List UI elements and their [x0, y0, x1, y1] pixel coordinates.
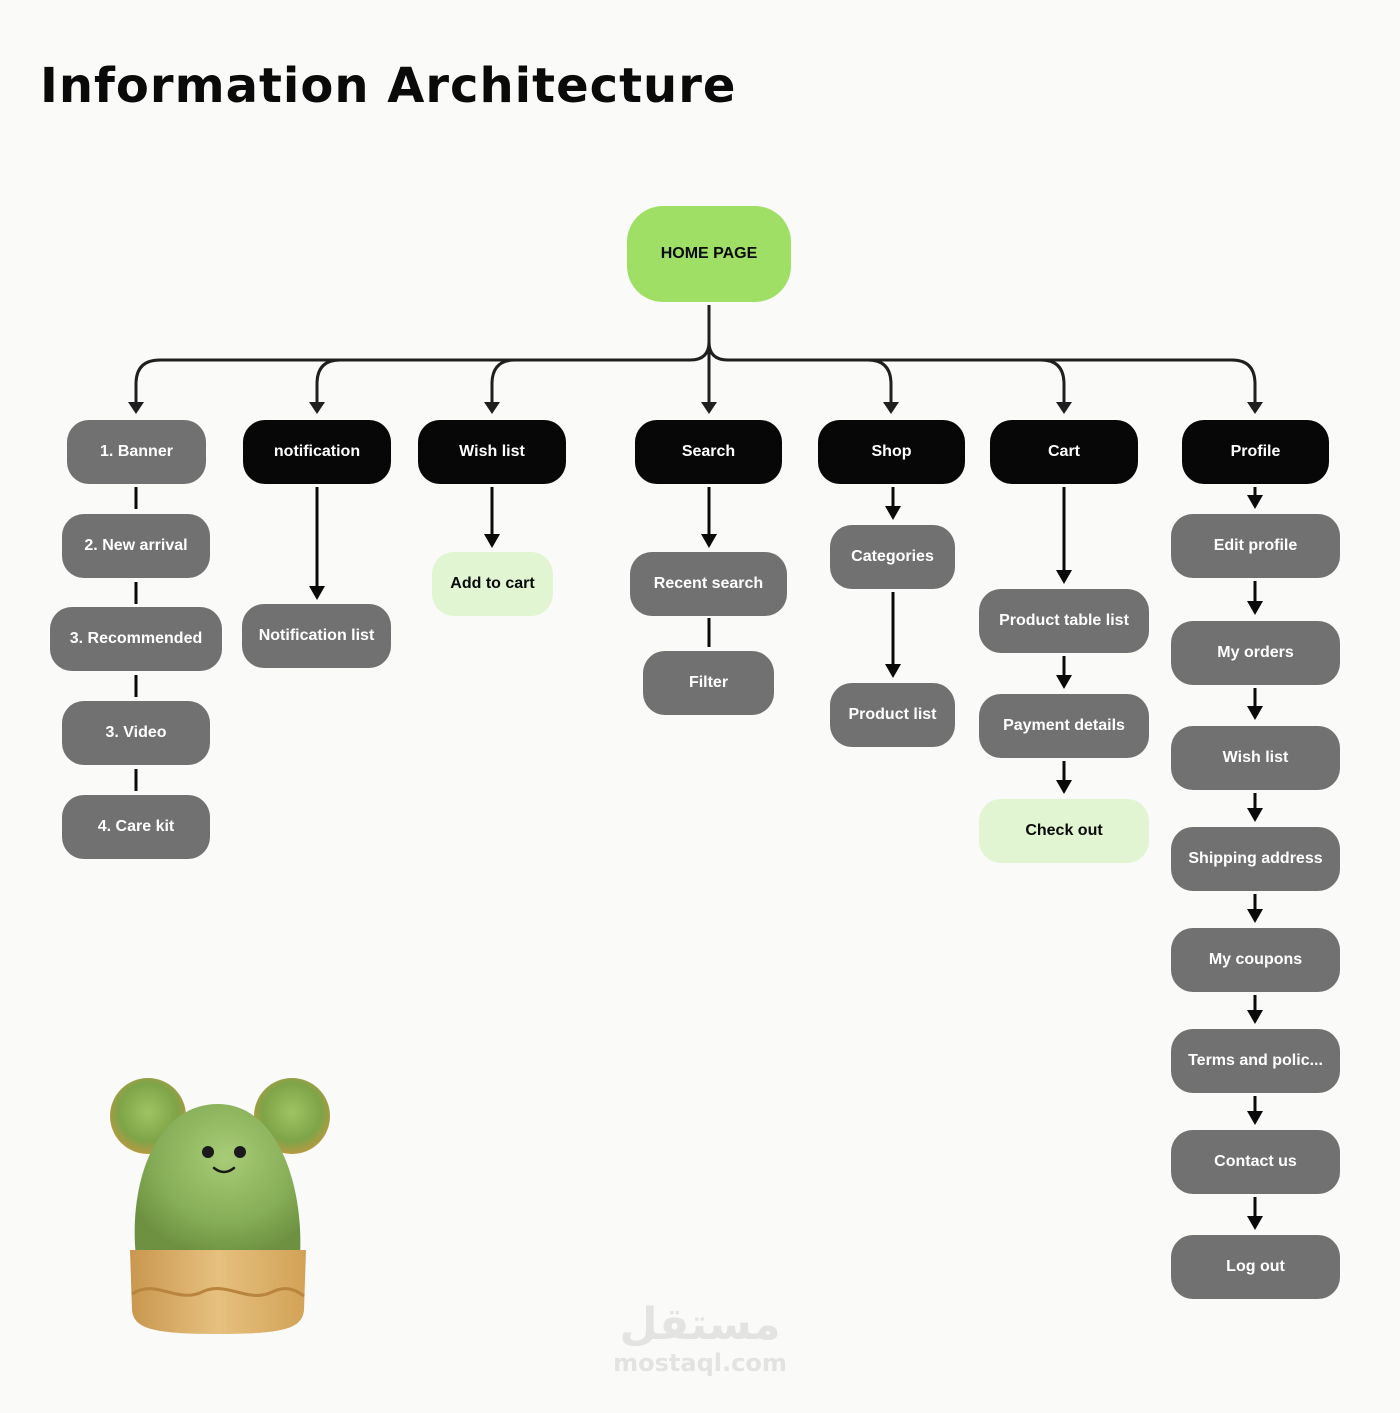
node-label: Wish list [459, 443, 525, 460]
node-filter[interactable]: Filter [643, 651, 774, 715]
node-label: Notification list [258, 627, 375, 644]
node-label: 3. Recommended [69, 630, 203, 647]
node-product-table-list[interactable]: Product table list [979, 589, 1149, 653]
cactus-eye-right [234, 1146, 246, 1158]
node-categories[interactable]: Categories [830, 525, 955, 589]
node-shop[interactable]: Shop [818, 420, 965, 484]
node-label: Shop [871, 443, 912, 460]
node-notification[interactable]: notification [243, 420, 391, 484]
arrowhead [1247, 495, 1263, 509]
node-shipping-address[interactable]: Shipping address [1171, 827, 1340, 891]
cactus-body [134, 1104, 301, 1257]
node-label: Recent search [653, 575, 764, 592]
arrowhead [128, 402, 144, 414]
node-label: Filter [688, 674, 729, 691]
arrowhead [1247, 909, 1263, 923]
arrowhead [885, 664, 901, 678]
node-label: notification [273, 443, 361, 460]
arrowhead [1056, 675, 1072, 689]
node-label: Cart [1047, 443, 1080, 460]
watermark: مستقل mostaql.com [610, 1299, 790, 1377]
arrowhead [1056, 402, 1072, 414]
connector-to-wishlist [490, 358, 516, 404]
arrowhead [484, 402, 500, 414]
connector-to-cart [1040, 358, 1066, 404]
node-care-kit[interactable]: 4. Care kit [62, 795, 210, 859]
node-banner[interactable]: 1. Banner [67, 420, 206, 484]
node-label: Product table list [999, 612, 1129, 629]
arrowhead [885, 506, 901, 520]
node-label: Product list [848, 706, 937, 723]
node-label: 2. New arrival [84, 537, 188, 554]
node-new-arrival[interactable]: 2. New arrival [62, 514, 210, 578]
node-my-coupons[interactable]: My coupons [1171, 928, 1340, 992]
node-log-out[interactable]: Log out [1171, 1235, 1340, 1299]
arrowhead [701, 534, 717, 548]
node-profile[interactable]: Profile [1182, 420, 1329, 484]
node-payment-details[interactable]: Payment details [979, 694, 1149, 758]
node-notification-list[interactable]: Notification list [242, 604, 391, 668]
plant-pot-wave [131, 1287, 305, 1298]
arrowhead [1247, 706, 1263, 720]
watermark-arabic: مستقل [619, 1299, 781, 1350]
arrowhead [309, 402, 325, 414]
node-label: Profile [1230, 443, 1281, 460]
arrowhead [484, 534, 500, 548]
cactus-ear-right [254, 1078, 330, 1154]
cactus-smile [212, 1166, 236, 1174]
node-label: Log out [1226, 1258, 1285, 1275]
node-profile-wish-list[interactable]: Wish list [1171, 726, 1340, 790]
connector-to-notification [315, 358, 341, 404]
node-terms-and-policy[interactable]: Terms and polic... [1171, 1029, 1340, 1093]
node-my-orders[interactable]: My orders [1171, 621, 1340, 685]
connector-root-split-right [707, 341, 1257, 404]
arrowhead [1247, 1216, 1263, 1230]
arrowhead [701, 402, 717, 414]
node-add-to-cart[interactable]: Add to cart [432, 552, 553, 616]
arrowhead [1247, 601, 1263, 615]
connector-to-shop [867, 358, 893, 404]
node-contact-us[interactable]: Contact us [1171, 1130, 1340, 1194]
node-label: 4. Care kit [97, 818, 175, 835]
node-label: Search [681, 443, 736, 460]
node-edit-profile[interactable]: Edit profile [1171, 514, 1340, 578]
cactus-eye-left [202, 1146, 214, 1158]
arrowhead [1247, 402, 1263, 414]
node-recommended[interactable]: 3. Recommended [50, 607, 222, 671]
arrowhead [1056, 780, 1072, 794]
node-label: HOME PAGE [660, 245, 758, 262]
node-wish-list[interactable]: Wish list [418, 420, 566, 484]
node-label: Terms and polic... [1188, 1052, 1323, 1069]
node-label: Categories [851, 548, 934, 565]
node-home-page[interactable]: HOME PAGE [627, 206, 791, 302]
node-label: Edit profile [1213, 537, 1298, 554]
node-label: Check out [1025, 822, 1103, 839]
arrowhead [883, 402, 899, 414]
node-label: Payment details [1003, 717, 1125, 734]
node-label: 1. Banner [100, 443, 173, 460]
plant-pot [130, 1250, 306, 1334]
page-title: Information Architecture [40, 58, 737, 114]
node-label: My coupons [1208, 951, 1303, 968]
connector-root-split-left [134, 341, 711, 404]
arrowhead [309, 586, 325, 600]
arrowhead [1056, 570, 1072, 584]
node-label: Shipping address [1188, 850, 1323, 867]
node-label: Add to cart [450, 575, 535, 592]
arrowhead [1247, 1111, 1263, 1125]
arrowhead [1247, 1010, 1263, 1024]
node-video[interactable]: 3. Video [62, 701, 210, 765]
node-label: Contact us [1214, 1153, 1297, 1170]
node-search[interactable]: Search [635, 420, 782, 484]
watermark-latin: mostaql.com [613, 1349, 787, 1377]
cactus-mascot-icon [110, 1078, 330, 1334]
node-product-list[interactable]: Product list [830, 683, 955, 747]
arrowhead [1247, 808, 1263, 822]
node-label: My orders [1217, 644, 1294, 661]
node-recent-search[interactable]: Recent search [630, 552, 787, 616]
node-label: 3. Video [105, 724, 167, 741]
node-cart[interactable]: Cart [990, 420, 1138, 484]
node-label: Wish list [1222, 749, 1289, 766]
node-check-out[interactable]: Check out [979, 799, 1149, 863]
